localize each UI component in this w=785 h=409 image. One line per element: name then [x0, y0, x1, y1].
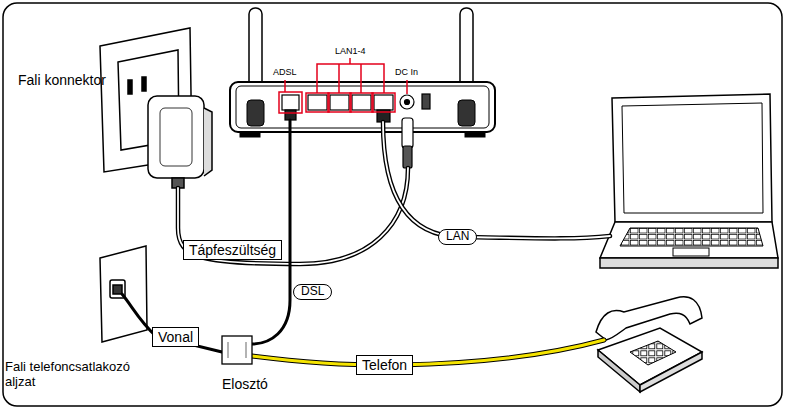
laptop — [600, 222, 778, 258]
laptop — [673, 248, 709, 256]
cable — [178, 168, 408, 264]
router — [236, 86, 489, 128]
power-adapter — [148, 96, 212, 188]
telephone — [630, 341, 676, 365]
port-marker — [372, 93, 395, 112]
router-port — [308, 95, 327, 110]
cable — [383, 122, 610, 238]
frame — [3, 3, 782, 406]
dc-plug — [402, 118, 413, 168]
power-adapter — [204, 108, 212, 176]
router — [247, 100, 264, 126]
wall-outlet — [142, 77, 146, 91]
cable-label: Vonal — [158, 329, 193, 345]
cable — [122, 294, 222, 352]
router — [230, 82, 495, 137]
router-port — [422, 94, 430, 109]
port-marker — [284, 80, 286, 92]
router — [465, 132, 485, 137]
laptop — [600, 94, 778, 268]
cable-label: Telefon — [362, 357, 407, 373]
antenna — [458, 100, 475, 126]
cable — [178, 168, 408, 264]
power-adapter — [148, 96, 204, 178]
router — [230, 82, 495, 132]
telephone — [598, 350, 640, 392]
router-port — [282, 95, 299, 110]
dc-plug — [403, 146, 412, 168]
cable-label-box: Telefon — [356, 355, 413, 375]
cable-label: DSL — [301, 285, 324, 299]
device-label: Elosztó — [222, 376, 268, 392]
cable — [383, 122, 610, 238]
port-label: ADSL — [273, 67, 297, 77]
port-marker — [350, 93, 373, 112]
laptop — [622, 103, 763, 213]
splitter — [222, 336, 252, 364]
port-marker — [317, 58, 384, 93]
dc-plug — [402, 118, 413, 148]
device-label: Fali konnektor — [18, 72, 106, 88]
router — [240, 132, 260, 137]
cable — [122, 120, 610, 365]
cable — [252, 120, 290, 344]
splitter — [222, 336, 252, 364]
wall-outlet — [128, 80, 132, 94]
router-port — [285, 110, 296, 120]
port-marker — [406, 80, 408, 94]
port-marker — [279, 92, 302, 113]
port-marker — [328, 93, 351, 112]
router-port — [330, 95, 349, 110]
telephone — [596, 297, 702, 340]
port-marker — [306, 93, 329, 112]
cable-label-box: Vonal — [152, 327, 199, 347]
splitter — [228, 342, 229, 358]
router-port — [374, 95, 393, 110]
telephone — [596, 297, 702, 392]
cable-label: LAN — [446, 230, 469, 244]
device-label: Fali telefoncsatlakozó aljzat — [5, 360, 147, 390]
router-port — [352, 95, 371, 110]
laptop — [600, 258, 778, 268]
router-port — [400, 95, 414, 109]
laptop — [620, 228, 763, 246]
cable — [252, 340, 604, 365]
port-marker — [279, 58, 407, 113]
cable-label-box: Tápfeszültség — [183, 240, 282, 260]
power-adapter — [160, 108, 192, 166]
router — [458, 100, 475, 126]
cable — [252, 340, 604, 365]
cable-label-pill: LAN — [438, 229, 477, 245]
cable-label-pill: DSL — [293, 284, 332, 300]
port-label: DC In — [395, 67, 418, 77]
antenna — [247, 100, 264, 126]
port-label: LAN1-4 — [335, 46, 366, 56]
splitter — [246, 342, 247, 358]
wall-jack — [113, 285, 122, 294]
router-port — [405, 100, 410, 105]
cable-label: Tápfeszültség — [189, 242, 276, 258]
laptop — [612, 94, 772, 222]
